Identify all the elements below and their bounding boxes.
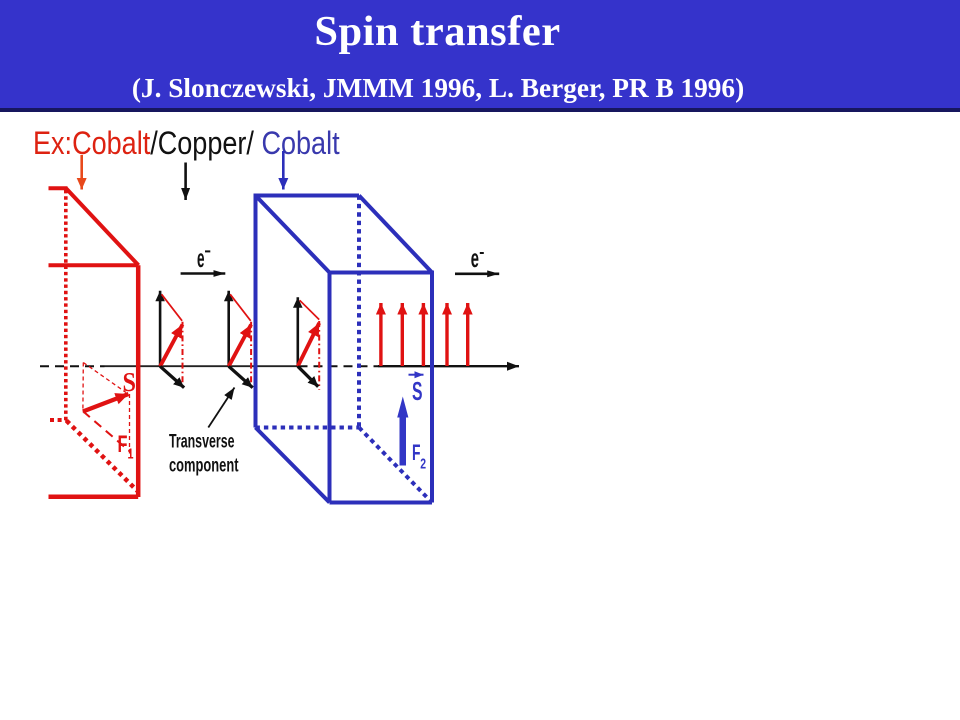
svg-text:component: component <box>169 456 239 477</box>
svg-text:F: F <box>118 431 128 458</box>
svg-text:F: F <box>412 440 421 465</box>
svg-text:1: 1 <box>128 446 134 463</box>
svg-text:2: 2 <box>420 455 426 472</box>
svg-text:e: e <box>197 243 205 273</box>
svg-text:Transverse: Transverse <box>169 431 235 452</box>
svg-text:S: S <box>412 376 423 406</box>
svg-text:S: S <box>123 367 137 397</box>
svg-text:e: e <box>471 243 479 273</box>
